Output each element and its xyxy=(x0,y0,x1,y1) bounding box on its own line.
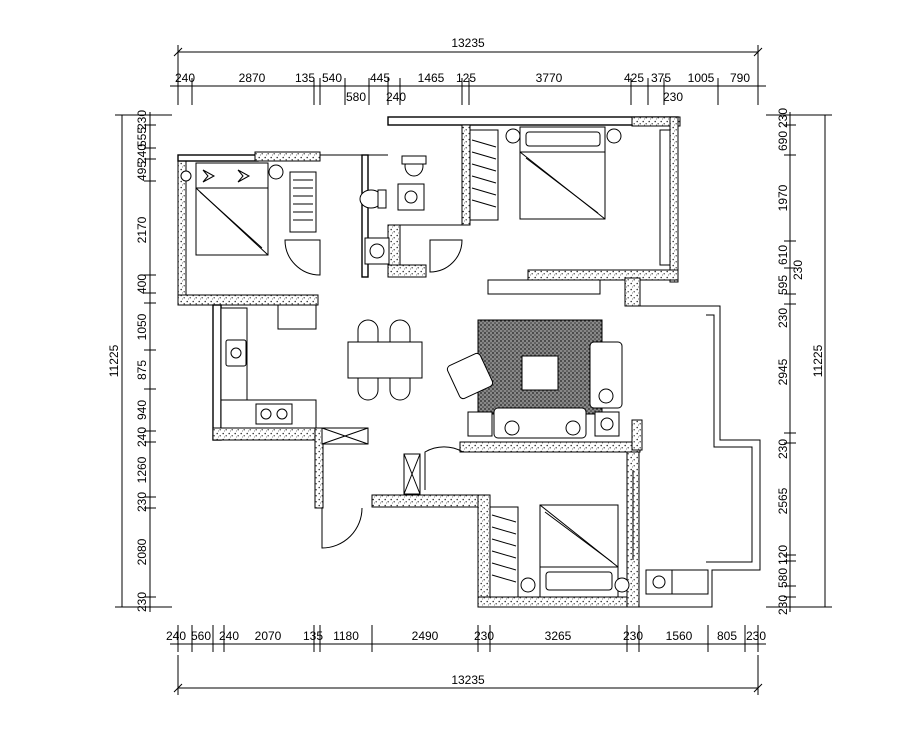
bedroom-3-bed xyxy=(520,504,630,598)
dim-left-7: 1050 xyxy=(135,313,149,340)
dim-left-5: 2170 xyxy=(135,216,149,243)
bathroom-door xyxy=(429,239,463,273)
dim-left-4: 495 xyxy=(135,161,149,181)
dimension-right-chain: 11225 230 690 1970 610 595 230 2945 230 … xyxy=(766,108,832,615)
dim-left-total-label: 11225 xyxy=(107,344,121,377)
dim-left-9: 940 xyxy=(135,400,149,420)
dim-right-4: 610 xyxy=(776,245,790,265)
dim-top-total-label: 13235 xyxy=(451,36,485,50)
bedroom-1-bed xyxy=(180,162,284,256)
master-bed xyxy=(505,126,622,220)
dim-right-1: 230 xyxy=(776,108,790,128)
master-wardrobe xyxy=(469,129,499,221)
dim-top-1: 240 xyxy=(175,71,195,85)
dim-bot-10: 230 xyxy=(623,629,643,643)
dimension-top-total: 13235 xyxy=(173,36,763,105)
entry-doors xyxy=(321,427,464,549)
bedroom-3-wardrobe xyxy=(489,506,519,598)
dim-right-5: 595 xyxy=(776,275,790,295)
dim-right-9: 2565 xyxy=(776,487,790,514)
kitchen-counter xyxy=(220,304,317,429)
dim-left-2: 555 xyxy=(135,127,149,147)
bedroom-1-door xyxy=(284,239,321,276)
dim-top-6: 1465 xyxy=(418,71,445,85)
dim-bot-4: 2070 xyxy=(255,629,282,643)
dim-bot-5: 135 xyxy=(303,629,323,643)
dim-right-total-label: 11225 xyxy=(811,344,825,377)
bathroom-fixtures xyxy=(359,155,427,265)
master-tv-cabinet xyxy=(487,279,601,295)
dim-bot-8: 230 xyxy=(474,629,494,643)
dim-left-10: 240 xyxy=(135,427,149,447)
dim-left-13: 2080 xyxy=(135,538,149,565)
dim-left-1: 230 xyxy=(135,110,149,130)
dim-right-6: 230 xyxy=(776,308,790,328)
dim-top-7: 125 xyxy=(456,71,476,85)
dim-bot-3: 240 xyxy=(219,629,239,643)
dim-left-6: 400 xyxy=(135,274,149,294)
dim-right-7: 2945 xyxy=(776,358,790,385)
dimension-top-chain: 240 2870 135 540 445 1465 125 3770 425 3… xyxy=(170,71,766,105)
dim-right-extra: 230 xyxy=(791,260,805,280)
dimension-bottom-total: 13235 xyxy=(173,655,763,695)
dim-bot-1: 240 xyxy=(166,629,186,643)
dim-top-12: 790 xyxy=(730,71,750,85)
dim-top-11: 1005 xyxy=(688,71,715,85)
dim-bot-12: 805 xyxy=(717,629,737,643)
dim-right-10: 120 xyxy=(776,545,790,565)
master-window-sill xyxy=(659,129,671,266)
dim-right-2: 690 xyxy=(776,131,790,151)
dim-top-8: 3770 xyxy=(536,71,563,85)
dim-top-10: 375 xyxy=(651,71,671,85)
dim-left-3: 240 xyxy=(135,144,149,164)
dim-bot-7: 2490 xyxy=(412,629,439,643)
dim-bot-6: 1180 xyxy=(333,629,359,643)
dim-top-sub-3: 230 xyxy=(663,90,683,104)
dim-bot-13: 230 xyxy=(746,629,766,643)
dim-left-8: 875 xyxy=(135,360,149,380)
dim-top-4: 540 xyxy=(322,71,342,85)
dim-top-sub-2: 240 xyxy=(386,90,406,104)
dimension-left-chain: 11225 230 555 240 495 2170 400 1050 875 … xyxy=(107,110,172,612)
dim-bot-9: 3265 xyxy=(545,629,572,643)
dim-top-sub-1: 580 xyxy=(346,90,366,104)
dim-right-3: 1970 xyxy=(776,184,790,211)
dim-top-5: 445 xyxy=(370,71,390,85)
dim-right-8: 230 xyxy=(776,439,790,459)
dim-left-11: 1260 xyxy=(135,456,149,483)
dim-right-11: 580 xyxy=(776,568,790,588)
dim-top-3: 135 xyxy=(295,71,315,85)
dimension-bottom-chain: 240 560 240 2070 135 1180 2490 230 3265 … xyxy=(166,625,766,652)
bedroom-1-wardrobe xyxy=(289,171,317,233)
balcony-fixtures xyxy=(632,470,709,595)
living-room-set xyxy=(446,319,623,439)
dim-top-9: 425 xyxy=(624,71,644,85)
dim-bot-11: 1560 xyxy=(666,629,693,643)
dining-set xyxy=(347,319,423,401)
dim-left-14: 230 xyxy=(135,592,149,612)
dim-bottom-total-label: 13235 xyxy=(451,673,485,687)
dim-top-2: 2870 xyxy=(239,71,266,85)
dim-bot-2: 560 xyxy=(191,629,211,643)
dim-left-12: 230 xyxy=(135,492,149,512)
dim-right-12: 230 xyxy=(776,595,790,615)
